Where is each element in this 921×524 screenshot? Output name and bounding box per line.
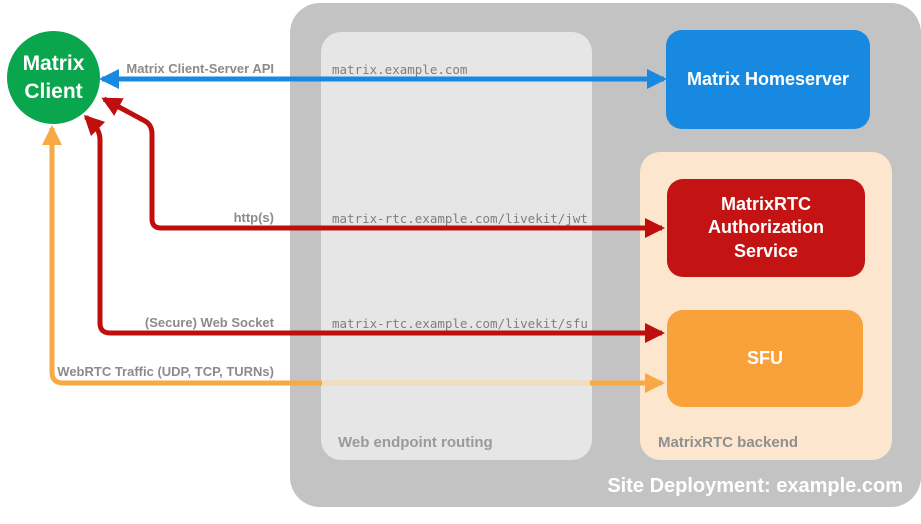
node-sfu-label: SFU xyxy=(747,347,783,368)
node-matrix-client: Matrix Client xyxy=(7,31,100,124)
node-matrixrtc-authorization-service: MatrixRTC Authorization Service xyxy=(667,179,865,277)
node-sfu: SFU xyxy=(667,310,863,407)
endpoint-livekit-jwt: matrix-rtc.example.com/livekit/jwt xyxy=(332,211,588,226)
site-deployment-label: Site Deployment: example.com xyxy=(607,475,903,497)
matrixrtc-backend-label: MatrixRTC backend xyxy=(658,434,799,451)
site-deployment-container: Web endpoint routing MatrixRTC backend M… xyxy=(290,3,921,507)
connection-label-client-server-api: Matrix Client-Server API xyxy=(126,61,274,76)
endpoint-matrix-example-com: matrix.example.com xyxy=(332,62,468,77)
node-matrix-homeserver: Matrix Homeserver xyxy=(666,30,870,129)
connection-label-https: http(s) xyxy=(233,210,274,225)
node-matrix-client-label: Matrix Client xyxy=(22,51,85,103)
node-matrixrtc-authorization-service-label: MatrixRTC Authorization Service xyxy=(708,194,824,261)
web-endpoint-routing-box: Web endpoint routing xyxy=(321,32,592,460)
web-endpoint-routing-label: Web endpoint routing xyxy=(338,434,493,451)
connection-label-webrtc-traffic: WebRTC Traffic (UDP, TCP, TURNs) xyxy=(57,364,274,379)
connection-label-secure-web-socket: (Secure) Web Socket xyxy=(144,315,274,330)
node-matrix-homeserver-label: Matrix Homeserver xyxy=(686,68,850,89)
endpoint-livekit-sfu: matrix-rtc.example.com/livekit/sfu xyxy=(332,316,588,331)
